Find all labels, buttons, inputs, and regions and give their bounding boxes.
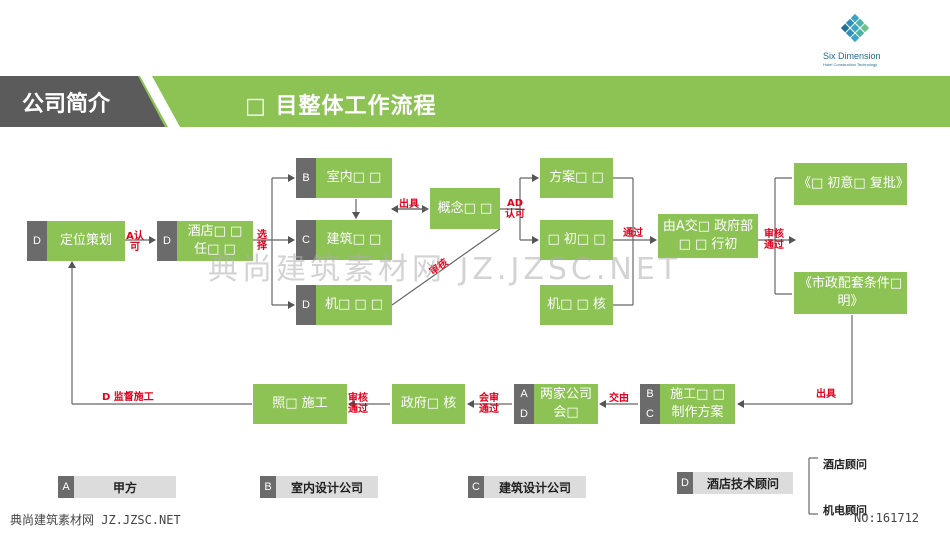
logo-tagline: Hotel Construction Technology — [823, 62, 878, 67]
watermark-text: 典尚建筑素材网 JZ.JZSC.NET — [208, 252, 682, 287]
node-scheme: 方案□ □ — [540, 158, 613, 198]
section-title: 公司简介 — [22, 92, 111, 117]
legend-label: 建筑设计公司 — [484, 476, 586, 498]
node-tag: B — [296, 158, 316, 198]
node-municipal: 《市政配套条件□ 明》 — [794, 272, 907, 314]
watermark-footer: 典尚建筑素材网 JZ.JZSC.NET — [10, 513, 181, 527]
node-preliminary: □ 初□ □ — [540, 220, 613, 260]
node-tag: A — [514, 384, 534, 404]
edge-label-issue-top: 出具 — [399, 199, 419, 210]
edge-label-joint-review-pass: 会审通过 — [479, 393, 499, 415]
edge-label-review-pass-right: 审核通过 — [764, 229, 784, 251]
edge-label-review-pass-bottom: 审核通过 — [348, 393, 368, 415]
node-opinion: 《□ 初意□ 复批》 — [794, 163, 909, 205]
legend-letter: A — [58, 476, 74, 498]
node-tag: D — [157, 221, 177, 261]
header-section-tab — [0, 76, 165, 127]
node-tag: D — [514, 404, 534, 424]
edge-label-issue-bottom: 出具 — [816, 389, 836, 400]
edge-label-approve-a: A认可 — [126, 231, 144, 253]
legend-label: 室内设计公司 — [276, 476, 378, 498]
legend-letter: D — [677, 472, 693, 494]
node-gov-submit: 由A交□ 政府部□ □ 行初 — [658, 214, 758, 258]
node-tag: D — [296, 285, 316, 325]
node-interior: 室内□ □ — [316, 158, 392, 198]
legend-letter: C — [468, 476, 484, 498]
node-construct: 照□ 施工 — [253, 384, 347, 424]
node-tag: C — [640, 404, 660, 424]
node-two-meeting: 两家公司会□ — [534, 384, 598, 424]
legend-letter: B — [260, 476, 276, 498]
page-title: □ 目整体工作流程 — [245, 94, 437, 119]
node-hotel-appoint: 酒店□ □ 任□ □ — [177, 221, 253, 261]
node-positioning: 定位策划 — [47, 221, 125, 261]
node-concept: 概念□ □ — [430, 188, 500, 229]
node-tag: B — [640, 384, 660, 404]
node-mechanical: 机□ □ □ — [316, 285, 392, 325]
node-mech-review: 机□ □ 核 — [540, 285, 613, 325]
node-tag: C — [296, 220, 316, 260]
legend-label: 酒店技术顾问 — [693, 472, 793, 494]
node-architecture: 建筑□ □ — [316, 220, 392, 260]
watermark-id: NO:161712 — [854, 511, 920, 525]
company-logo-icon — [840, 13, 870, 43]
node-gov-review: 政府□ 核 — [392, 384, 465, 424]
edge-label-ad-approve: AD认可 — [505, 198, 525, 220]
node-tag: D — [27, 221, 47, 261]
edge-label-pass: 通过 — [623, 228, 643, 239]
legend-sub-hotel-consultant: 酒店顾问 — [823, 458, 867, 471]
node-construction-plan: 施工□ □ 制作方案 — [660, 384, 735, 424]
edge-label-select: 选择 — [257, 230, 267, 252]
edge-label-handover: 交由 — [609, 393, 629, 404]
legend-sub-mep-consultant: 机电顾问 — [823, 504, 867, 517]
logo-name: Six Dimension — [823, 51, 881, 61]
edge-label-supervise: D 监督施工 — [102, 392, 154, 403]
legend-label: 甲方 — [74, 476, 176, 498]
